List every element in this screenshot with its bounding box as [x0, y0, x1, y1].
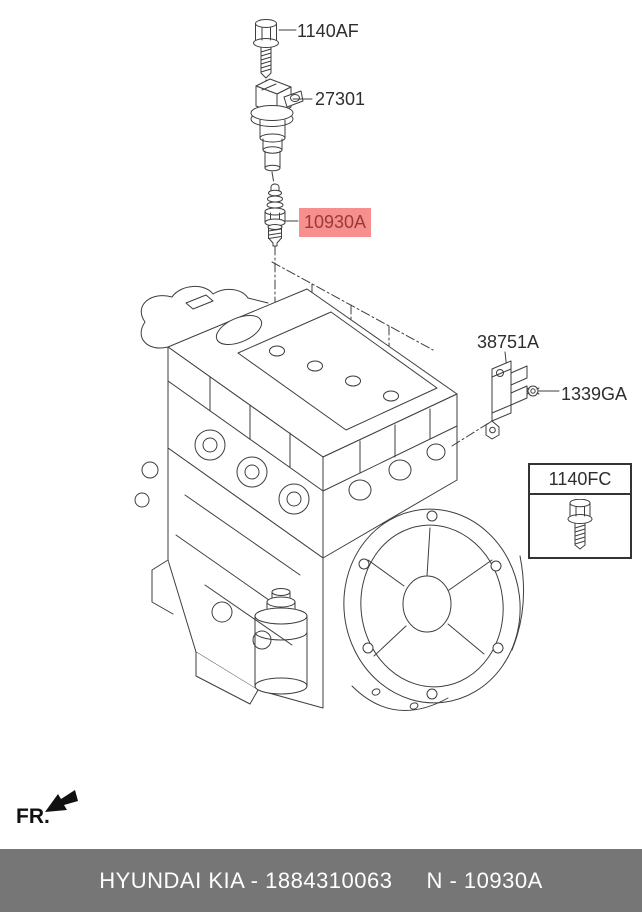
mounting-bolt-drawing — [253, 19, 297, 79]
inset-part-body — [530, 495, 630, 557]
footer-brand-part-number: HYUNDAI KIA - 1884310063 — [99, 867, 393, 893]
engine-assembly-drawing — [134, 286, 525, 711]
inset-part-box: 1140FC — [528, 463, 632, 559]
spark-plug-drawing — [264, 171, 299, 247]
part-label-10930a-highlighted[interactable]: 10930A — [299, 208, 371, 237]
fr-direction-arrow-icon — [45, 790, 78, 812]
part-label-1339ga[interactable]: 1339GA — [561, 384, 628, 404]
footer-bar: HYUNDAI KIA - 1884310063 N - 10930A — [0, 849, 642, 912]
part-label-27301[interactable]: 27301 — [315, 89, 366, 109]
nut-drawing — [526, 385, 560, 397]
footer-catalog-number: N - 10930A — [426, 867, 543, 893]
small-bolt-icon — [567, 499, 593, 550]
part-label-38751a[interactable]: 38751A — [477, 332, 540, 352]
fr-orientation-label: FR. — [16, 805, 50, 828]
inset-part-label-1140fc[interactable]: 1140FC — [530, 465, 630, 495]
exploded-parts-drawing — [45, 19, 560, 812]
ignition-coil-drawing — [250, 78, 313, 172]
part-label-1140af[interactable]: 1140AF — [297, 21, 359, 41]
bracket-drawing — [485, 351, 528, 440]
